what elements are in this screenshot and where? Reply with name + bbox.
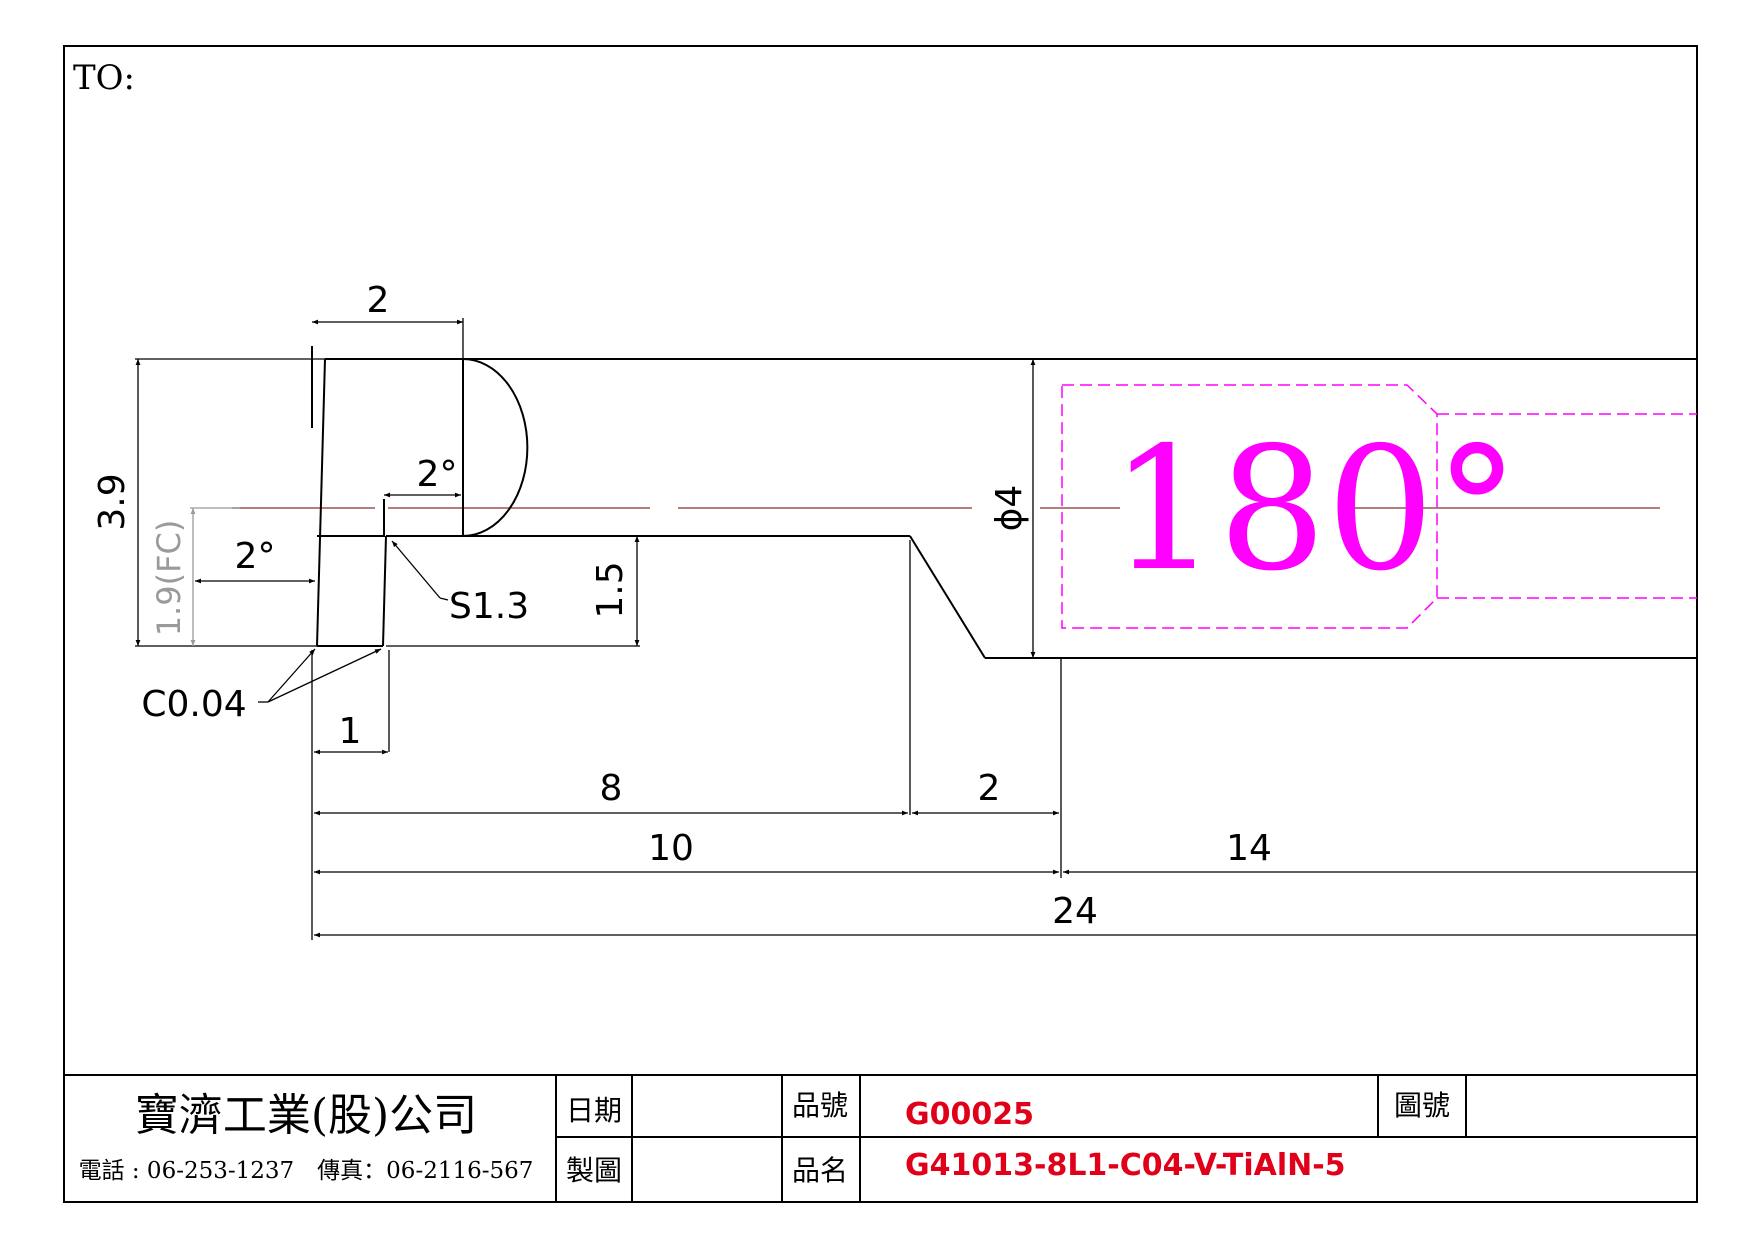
drawing-no-label: 圖號 [1394, 1089, 1450, 1122]
dim-shank-length: 14 [1226, 828, 1272, 869]
dim-head-thickness: 1 [339, 711, 362, 752]
angle-annotation: 180° [1110, 411, 1519, 609]
dim-radius: S1.3 [449, 586, 529, 627]
drawn-label: 製圖 [566, 1154, 622, 1187]
date-label: 日期 [566, 1094, 622, 1127]
part-no-label: 品號 [792, 1089, 848, 1122]
dim-neck-depth: 1.5 [590, 561, 631, 618]
dim-relief-angle-left: 2° [235, 536, 276, 577]
dim-neck-length: 8 [600, 768, 623, 809]
dim-head-width: 2 [367, 280, 390, 321]
angle-frame [1061, 384, 1697, 629]
part-name-value[interactable]: G41013-8L1-C04-V-TiAlN-5 [905, 1148, 1346, 1183]
company-name: 寶濟工業(股)公司 [135, 1090, 477, 1141]
dim-relief-angle-top: 2° [417, 454, 458, 495]
dim-chamfer: C0.04 [141, 684, 246, 725]
title-block [64, 1074, 1697, 1202]
dim-taper-length: 2 [978, 768, 1001, 809]
dimension-lines [135, 318, 1697, 940]
tool-outline [311, 346, 1697, 659]
dim-shoulder-length: 10 [648, 828, 694, 869]
fc-dimension [190, 507, 240, 646]
part-no-value[interactable]: G00025 [905, 1097, 1034, 1132]
to-label: TO: [73, 58, 135, 98]
dim-total-height: 3.9 [92, 473, 133, 530]
dim-overall-length: 24 [1052, 891, 1098, 932]
dim-shank-diameter: ϕ4 [989, 485, 1030, 532]
company-contact: 電話 : 06-253-1237 傳真：06-2116-567 [79, 1158, 534, 1184]
part-name-label: 品名 [792, 1154, 848, 1187]
sheet-border [63, 45, 1698, 1203]
dim-fc-height: 1.9(FC) [150, 520, 188, 637]
